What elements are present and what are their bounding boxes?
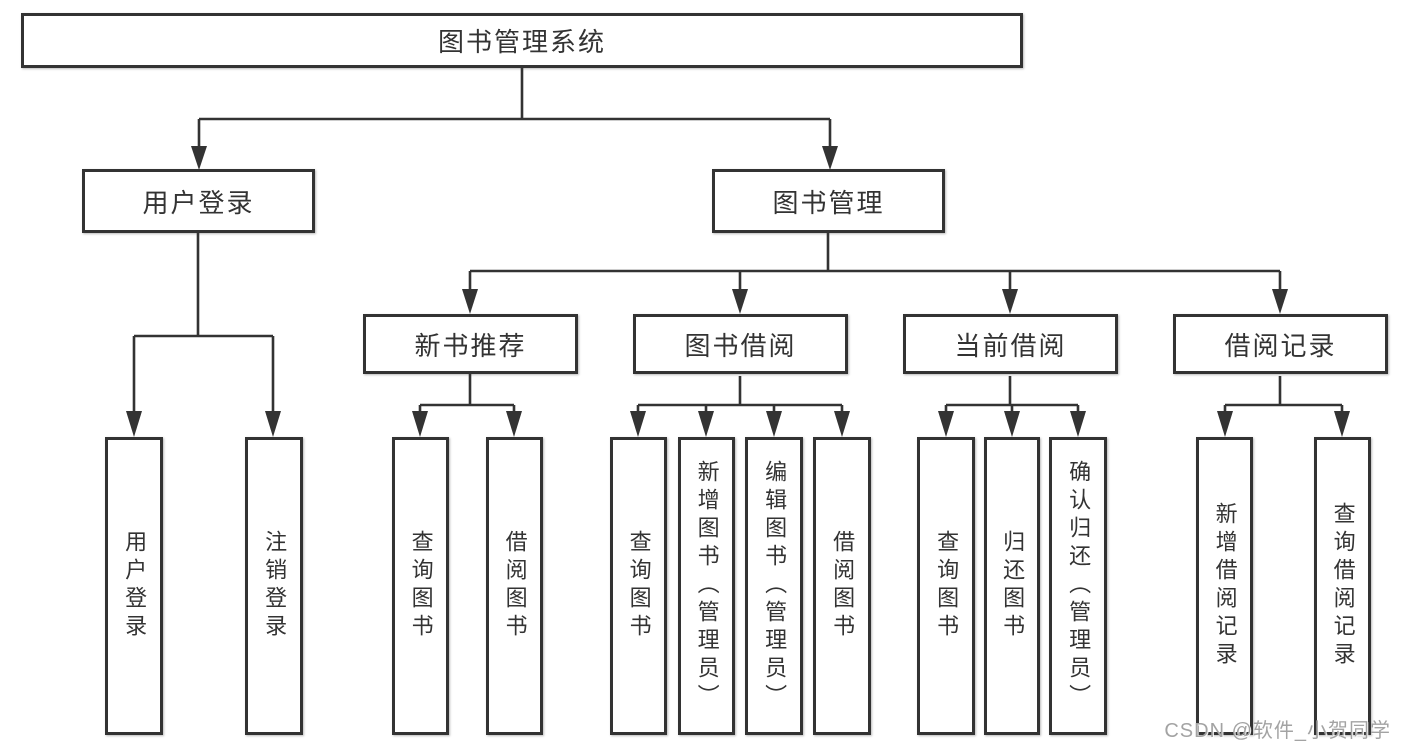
leaf-query-books-current: 查询图书 (917, 437, 975, 735)
arrowhead (412, 411, 428, 437)
leaf-borrow-books-recommend: 借阅图书 (486, 437, 543, 735)
arrowhead (1217, 411, 1233, 437)
arrowhead (732, 289, 748, 314)
node-label: 查询图书 (934, 530, 960, 642)
node-label: 图书管理 (772, 187, 885, 218)
leaf-add-books-admin: 新增图书（管理员） (678, 437, 735, 735)
connector-borrow-records-split (1217, 376, 1350, 437)
node-book-management: 图书管理 (712, 169, 945, 233)
node-label: 新增图书（管理员） (694, 460, 720, 712)
arrowhead (126, 411, 142, 437)
node-label: 当前借阅 (954, 330, 1067, 361)
node-label: 确认归还（管理员） (1066, 460, 1092, 712)
arrowhead (506, 411, 522, 437)
node-label: 新增借阅记录 (1212, 502, 1238, 670)
node-label: 图书管理系统 (437, 27, 606, 57)
leaf-return-books: 归还图书 (984, 437, 1040, 735)
arrowhead (462, 289, 478, 314)
leaf-query-borrow-record: 查询借阅记录 (1314, 437, 1371, 735)
node-label: 查询图书 (408, 530, 434, 642)
node-label: 编辑图书（管理员） (762, 460, 788, 712)
arrowhead (1004, 411, 1020, 437)
leaf-query-books-recommend: 查询图书 (392, 437, 449, 735)
node-label: 注销登录 (262, 530, 288, 642)
node-label: 用户登录 (122, 530, 148, 642)
csdn-watermark: CSDN @软件_小贺同学 (1164, 720, 1391, 742)
node-label: 新书推荐 (414, 330, 527, 361)
leaf-edit-books-admin: 编辑图书（管理员） (745, 437, 803, 735)
leaf-confirm-return-admin: 确认归还（管理员） (1049, 437, 1107, 735)
arrowhead (834, 411, 850, 437)
connector-book-mgmt-split (462, 233, 1288, 314)
node-label: 查询借阅记录 (1330, 502, 1356, 670)
node-user-login: 用户登录 (82, 169, 315, 233)
arrowhead (1002, 289, 1018, 314)
leaf-borrow-books: 借阅图书 (813, 437, 871, 735)
connector-user-login-split (126, 233, 281, 437)
node-label: 借阅记录 (1224, 330, 1337, 361)
node-label: 借阅图书 (830, 530, 856, 642)
node-book-borrowing: 图书借阅 (633, 314, 848, 374)
node-new-book-recommend: 新书推荐 (363, 314, 578, 374)
arrowhead (1070, 411, 1086, 437)
arrowhead (766, 411, 782, 437)
node-label: 查询图书 (626, 530, 652, 642)
arrowhead (191, 146, 207, 170)
arrowhead (938, 411, 954, 437)
node-label: 用户登录 (142, 187, 255, 218)
arrowhead (630, 411, 646, 437)
node-label: 归还图书 (1000, 530, 1026, 642)
node-library-management-system: 图书管理系统 (21, 13, 1023, 68)
connector-new-book-rec-split (412, 374, 522, 437)
leaf-query-books-borrowing: 查询图书 (610, 437, 667, 735)
node-borrowing-records: 借阅记录 (1173, 314, 1388, 374)
arrowhead (698, 411, 714, 437)
arrowhead (822, 146, 838, 170)
node-current-borrowing: 当前借阅 (903, 314, 1118, 374)
arrowhead (1272, 289, 1288, 314)
connector-current-borrow-split (938, 376, 1086, 437)
node-label: 借阅图书 (502, 530, 528, 642)
leaf-add-borrow-record: 新增借阅记录 (1196, 437, 1253, 735)
arrowhead (1334, 411, 1350, 437)
connector-root-split (191, 68, 838, 170)
arrowhead (265, 411, 281, 437)
connector-book-borrow-split (630, 376, 850, 437)
leaf-logout: 注销登录 (245, 437, 303, 735)
leaf-user-login: 用户登录 (105, 437, 163, 735)
node-label: 图书借阅 (684, 330, 797, 361)
